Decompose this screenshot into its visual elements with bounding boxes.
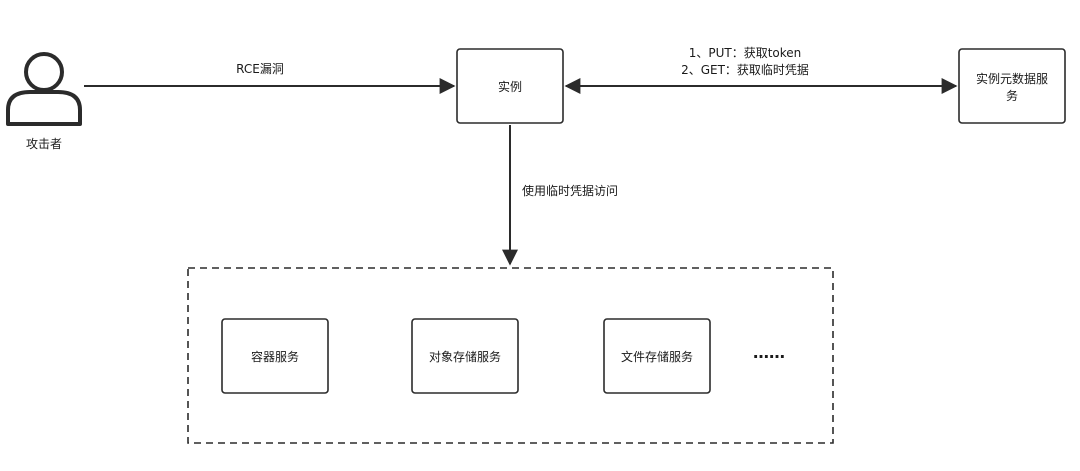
node-instance: 实例 [456,48,564,124]
node-metadata-label-line2: 务 [1006,88,1018,103]
node-metadata-label-line1: 实例元数据服 [976,71,1048,86]
node-file-storage-label: 文件存储服务 [621,349,693,364]
user-icon [6,52,82,126]
node-metadata-service: 实例元数据服 务 [958,48,1066,124]
node-instance-label: 实例 [498,79,522,94]
node-container-service-label: 容器服务 [251,349,299,364]
node-object-storage-label: 对象存储服务 [429,349,501,364]
edge-label-get-credentials: 2、GET：获取临时凭据 [681,62,809,77]
edge-label-use-credentials: 使用临时凭据访问 [522,183,618,198]
attacker-actor: 攻击者 [6,52,82,151]
cloud-services-group [187,267,834,444]
attacker-label: 攻击者 [26,137,62,151]
edge-label-put-token: 1、PUT：获取token [689,46,802,60]
node-object-storage-service: 对象存储服务 [411,318,519,394]
edge-label-rce: RCE漏洞 [236,62,284,76]
node-container-service: 容器服务 [221,318,329,394]
node-file-storage-service: 文件存储服务 [603,318,711,394]
more-services-ellipsis: …… [753,343,785,362]
